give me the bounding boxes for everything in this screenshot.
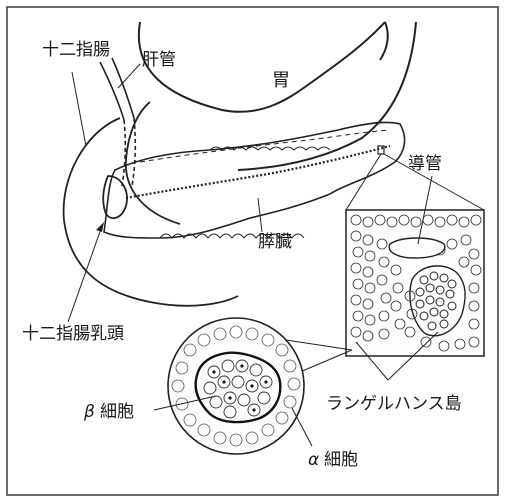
tissue-panel [346,210,484,356]
label-duodenal-papilla: 十二指腸乳頭 [22,326,124,343]
label-alpha-symbol: α [308,452,319,469]
islet-circle [168,318,304,454]
label-pancreatic-duct: 導管 [408,156,442,173]
label-alpha-cell: 細胞 [324,452,358,469]
duct-lumen [389,238,445,258]
label-beta-symbol: β [84,404,95,421]
leader-papilla [68,226,102,322]
stomach-outline [139,22,416,170]
label-pancreas: 膵臓 [258,234,292,251]
circle-callout-bottom [300,350,352,372]
leader-alpha [292,408,312,446]
label-duodenum: 十二指腸 [42,42,110,59]
hepatic-duct [100,58,135,186]
circle-callout-top [286,340,352,350]
label-islets: ランゲルハンス島 [326,396,462,413]
label-stomach: 胃 [272,72,290,90]
duodenum-outline [64,102,238,306]
callout-line-left [346,154,381,210]
leader-duodenum [72,72,86,146]
leader-hepatic-duct [118,64,140,88]
label-hepatic-duct: 肝管 [142,52,176,69]
pancreatic-duct-line [126,130,390,198]
label-beta-cell: 細胞 [100,404,134,421]
